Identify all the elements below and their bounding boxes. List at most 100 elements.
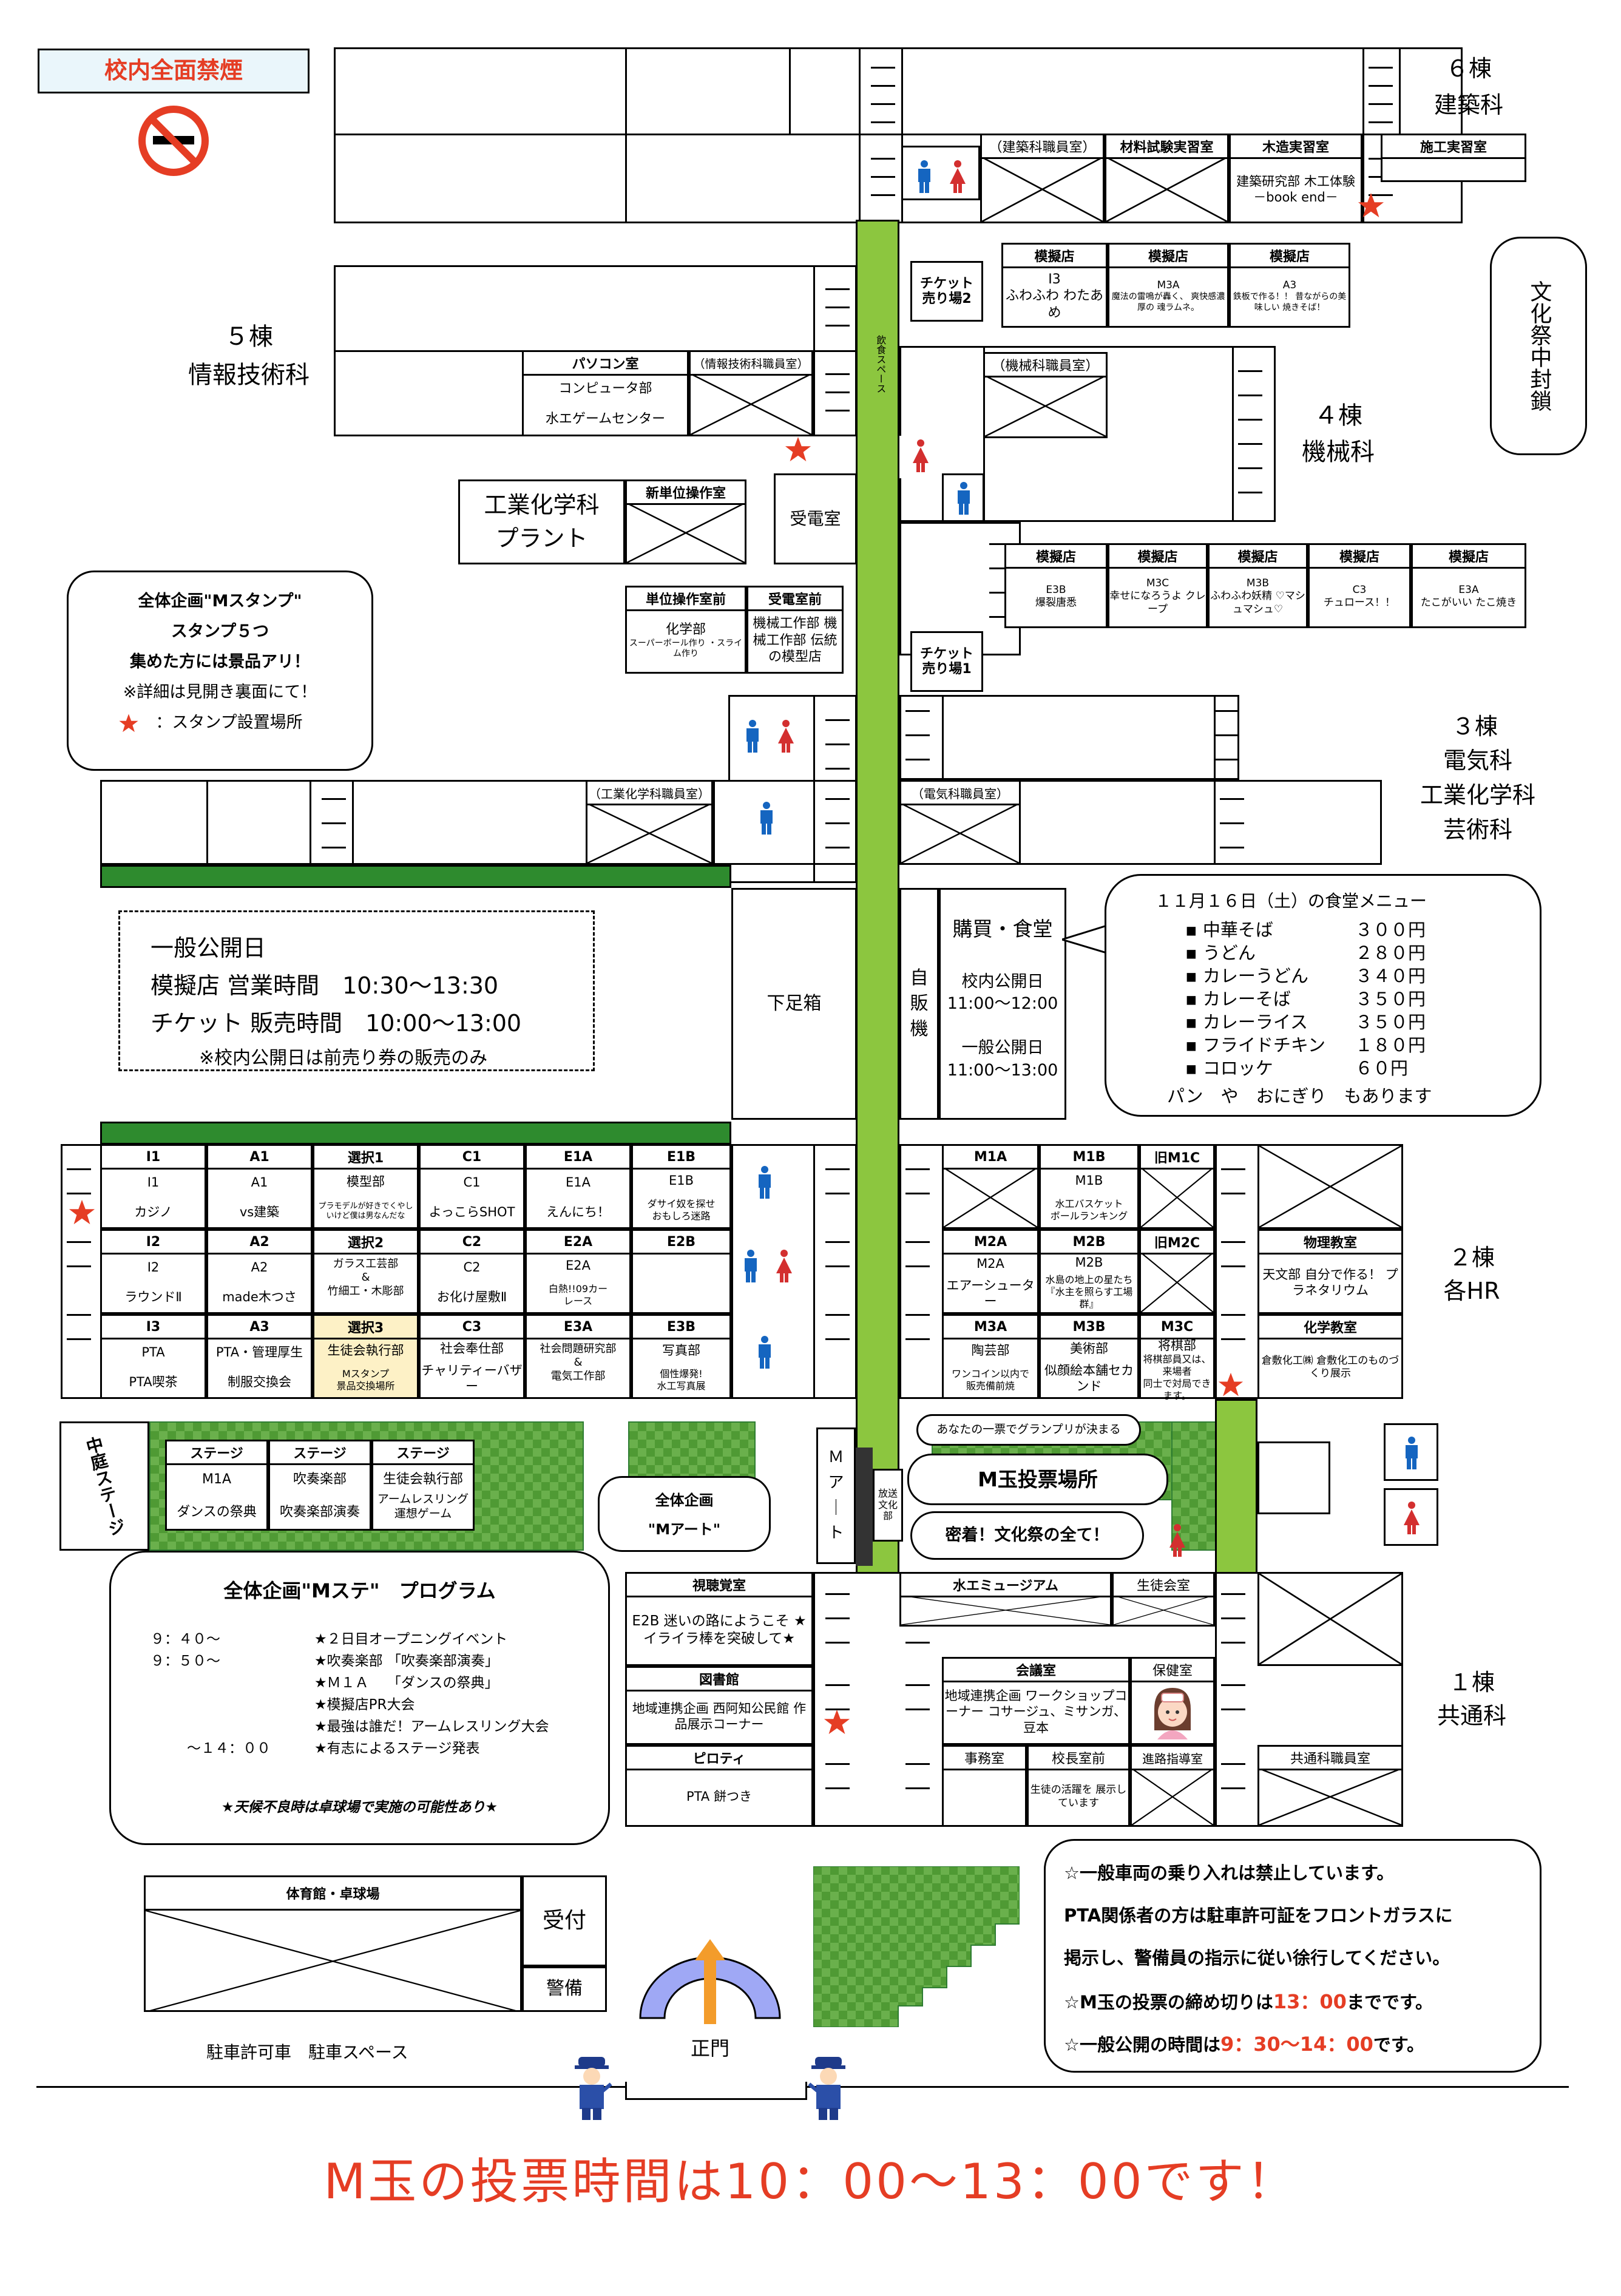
female-restroom-icon <box>1404 1502 1420 1534</box>
stage-side: 中庭ステージ <box>59 1421 149 1551</box>
nurse-icon <box>1154 1687 1191 1739</box>
room-line-1: 美術部 <box>1070 1341 1108 1356</box>
room-seko: 施工実習室 <box>1381 134 1526 182</box>
closed-room-cross <box>982 157 1103 222</box>
room-juden-mae: 受電室前 機械工作部 機械工作部 伝統の模型店 <box>746 586 844 674</box>
room-library: 図書館 地域連携企画 西阿知公民館 作品展示コーナー <box>625 1666 813 1745</box>
female-restroom-icon <box>778 720 794 753</box>
hr-room: M1A <box>942 1144 1039 1229</box>
room-astronomy: 物理教室 天文部 自分で作る！ プラネタリウム <box>1257 1229 1403 1314</box>
lawn-stepped <box>813 1866 1020 2027</box>
room-office: 事務室 <box>942 1745 1027 1827</box>
room-line-1: 模型部 <box>347 1174 385 1189</box>
room-line-1: 社会問題研究部 & 電気工作部 <box>540 1342 617 1383</box>
room-tan-mae: 単位操作室前 化学部スーパーボール作り ・スライム作り <box>625 586 746 674</box>
hr-room: E3A 社会問題研究部 & 電気工作部 <box>525 1314 631 1399</box>
stamp-star-icon <box>69 1199 95 1225</box>
room-line-1: 生徒会執行部 <box>327 1343 404 1358</box>
closed-room-cross <box>944 1168 1037 1227</box>
room-line-1: E2A <box>566 1258 591 1273</box>
broadcast-bar <box>856 1448 873 1566</box>
dining-space-label: 飲食スペース <box>875 335 887 393</box>
program-note: ★天候不良時は卓球場で実施の可能性あり★ <box>221 1799 498 1815</box>
closed-notice-box: 文化祭中封鎖 <box>1490 237 1587 455</box>
room-chemistry: 化学教室 倉敷化工㈱ 倉敷化工のものづくり展示 <box>1257 1314 1403 1399</box>
male-restroom <box>942 473 984 522</box>
room-line-1: 将棋部 <box>1158 1338 1196 1353</box>
room-line-1: M1B <box>1075 1173 1103 1188</box>
room-line-1: 陶芸部 <box>971 1343 1010 1358</box>
room-header: I2 <box>102 1231 205 1255</box>
female-restroom-icon <box>950 160 966 193</box>
stage-col-3: ステージ 生徒会執行部アームレスリング 運想ゲーム <box>371 1440 475 1531</box>
vote-tip-bubble: あなたの一票でグランプリが決まる <box>916 1414 1141 1446</box>
building-1-dept: 共通科 <box>1437 1702 1506 1730</box>
room-juden: 受電室 <box>774 473 857 564</box>
building-4-dept: 機械科 <box>1302 438 1375 466</box>
room-line-2: チャリティーバザー <box>421 1363 523 1394</box>
stamp-star-icon <box>119 714 138 733</box>
gate-step <box>625 2082 807 2100</box>
no-smoking-icon <box>138 106 209 176</box>
room-header: C3 <box>421 1316 523 1339</box>
male-restroom-icon <box>759 1336 771 1369</box>
room-line-1: C1 <box>463 1175 481 1190</box>
room-kikai-staff: （機械科職員室） <box>983 352 1108 438</box>
notice-box: ☆一般車両の乗り入れは禁止しています。 PTA関係者の方は駐車許可証をフロントガ… <box>1044 1839 1541 2073</box>
open-day-box: 一般公開日 模擬店 営業時間 10:30～13:30 チケット 販売時間 10:… <box>118 910 595 1071</box>
stairs <box>859 55 901 127</box>
room-header: E2A <box>527 1231 629 1255</box>
hr-room: E2A E2A 白熱!!09カー レース <box>525 1229 631 1314</box>
room-meeting: 会議室 地域連携企画 ワークショップコーナー コサージュ、ミサンガ、豆本 <box>942 1657 1130 1745</box>
room-joho-staff: （情報技術科職員室） <box>689 350 813 436</box>
program-title: 全体企画"Mステ" プログラム <box>223 1579 496 1602</box>
male-restroom <box>1384 1423 1438 1481</box>
program-bubble: 全体企画"Mステ" プログラム ９：４０～★２日目オープニングイベント ９：５０… <box>109 1551 610 1845</box>
female-restroom-icon <box>1169 1524 1185 1557</box>
male-restroom <box>756 1165 792 1202</box>
menu-title: １１月１６日（土）の食堂メニュー <box>1155 891 1427 911</box>
male-restroom-icon <box>745 1250 757 1282</box>
room-line-1: 社会奉仕部 <box>440 1341 504 1356</box>
gate-label: 正門 <box>690 2036 729 2060</box>
room-line-1: I2 <box>147 1260 160 1275</box>
room-line-1: M2A <box>976 1256 1004 1271</box>
room-line-2: 白熱!!09カー レース <box>548 1283 608 1307</box>
room-shintan: 新単位操作室 <box>625 479 746 564</box>
vending-machine: 自 販 機 <box>899 888 939 1120</box>
room-header: E1B <box>633 1146 729 1170</box>
room-line-2: ワンコイン以内で 販売備前焼 <box>951 1368 1029 1392</box>
security-guard-icon <box>575 2057 612 2120</box>
stamp-star-icon <box>785 436 811 462</box>
room-line-2: PTA喫茶 <box>129 1375 178 1390</box>
room-line-1: E1B <box>668 1173 694 1188</box>
room-header: A3 <box>208 1316 311 1339</box>
male-restroom <box>746 792 789 847</box>
vote-place-bubble: M玉投票場所 <box>907 1454 1168 1505</box>
male-restroom-icon <box>958 482 970 515</box>
male-restroom-icon <box>1406 1437 1418 1469</box>
ticket-booth-2: チケット 売り場2 <box>910 261 983 322</box>
room-header: E3A <box>527 1316 629 1339</box>
female-restroom-icon <box>776 1250 793 1282</box>
pc-item-1: コンピュータ部 <box>558 381 652 397</box>
room-line-2: 似顔絵本舗セカンド <box>1044 1363 1134 1394</box>
room-line-2: 制服交換会 <box>228 1375 291 1390</box>
building-3-south <box>100 780 857 865</box>
male-restroom-icon <box>746 720 759 753</box>
room-museum: 水エミュージアム <box>899 1572 1112 1627</box>
room-common-staff: 共通科職員室 <box>1257 1745 1403 1827</box>
room-line-2: 将棋部員又は、来場者 同士で対局できます。 <box>1143 1353 1211 1402</box>
